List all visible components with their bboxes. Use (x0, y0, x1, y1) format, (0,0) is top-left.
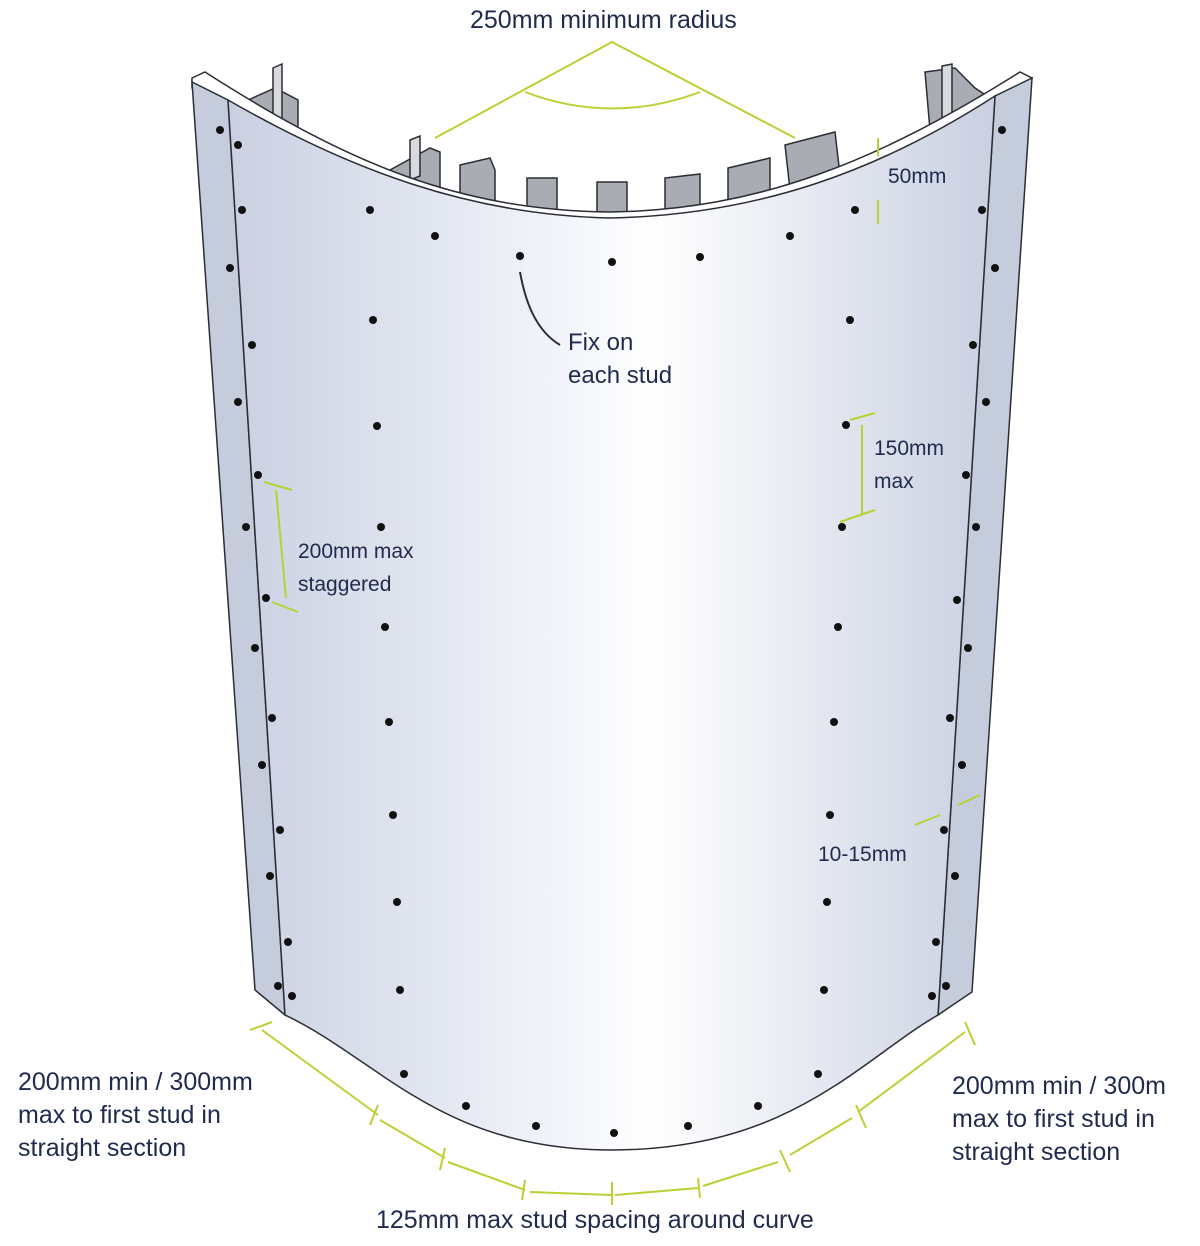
screw-dot (834, 623, 842, 631)
screw-dot (400, 1070, 408, 1078)
screw-dot (928, 992, 936, 1000)
screw-dot (242, 523, 250, 531)
right-straight-dimension (857, 1031, 966, 1113)
screw-dot (258, 761, 266, 769)
screw-dot (820, 986, 828, 994)
screw-dot (389, 811, 397, 819)
screw-dot (684, 1122, 692, 1130)
screw-dot (838, 523, 846, 531)
vertical-150-dimension (839, 412, 876, 523)
screw-dot (385, 718, 393, 726)
screw-dot (393, 898, 401, 906)
screw-dot (846, 316, 854, 324)
screw-dot (830, 718, 838, 726)
screw-dot (251, 644, 259, 652)
screw-dot (972, 523, 980, 531)
screw-dot (369, 316, 377, 324)
radius-arc (524, 91, 701, 110)
screw-dot (991, 264, 999, 272)
screw-dot (234, 398, 242, 406)
screw-dot (266, 872, 274, 880)
screw-dot (946, 714, 954, 722)
screw-dot (932, 938, 940, 946)
screw-dot (431, 232, 439, 240)
screw-dot (826, 811, 834, 819)
edge-10-15-label: 10-15mm (818, 843, 907, 866)
screw-dot (969, 341, 977, 349)
staggered-dimension (263, 481, 299, 613)
screw-fixings (216, 126, 1006, 1137)
edge-staggered-label: 200mm max staggered (298, 540, 414, 596)
screw-dot (288, 992, 296, 1000)
screw-dot (234, 141, 242, 149)
metal-studs (247, 62, 992, 219)
screw-dot (998, 126, 1006, 134)
screw-dot (274, 982, 282, 990)
screw-dot (978, 206, 986, 214)
screw-dot (940, 826, 948, 834)
screw-dot (696, 253, 704, 261)
dimension-ticks (369, 1021, 976, 1205)
screw-dot (982, 398, 990, 406)
screw-dot (608, 258, 616, 266)
screw-dot (396, 986, 404, 994)
screw-dot (610, 1129, 618, 1137)
screw-dot (814, 1070, 822, 1078)
curve-spacing-dimension (379, 1117, 853, 1196)
screw-dot (262, 594, 270, 602)
screw-dot (254, 471, 262, 479)
screw-dot (268, 714, 276, 722)
screw-dot (276, 826, 284, 834)
edge-10-15-dimension (914, 794, 981, 826)
screw-dot (823, 898, 831, 906)
screw-dot (842, 421, 850, 429)
bottom-spacing-label: 125mm max stud spacing around curve (376, 1206, 814, 1234)
screw-dot (366, 206, 374, 214)
screw-dot (962, 471, 970, 479)
top-radius-label: 250mm minimum radius (470, 6, 737, 34)
screw-dot (851, 206, 859, 214)
screw-dot (754, 1102, 762, 1110)
screw-dot (958, 761, 966, 769)
screw-dot (238, 206, 246, 214)
screw-dot (226, 264, 234, 272)
screw-dot (532, 1122, 540, 1130)
fix-on-stud-label: Fix on each stud (568, 329, 673, 389)
board-face (227, 94, 996, 1151)
left-straight-dimension (249, 1021, 379, 1116)
screw-dot (951, 872, 959, 880)
screw-dot (516, 252, 524, 260)
right-straight-label: 200mm min / 300m max to first stud in st… (952, 1072, 1166, 1166)
vertical-150-label: 150mm max (874, 437, 945, 493)
screw-dot (373, 422, 381, 430)
screw-dot (248, 341, 256, 349)
screw-dot (216, 126, 224, 134)
screw-dot (953, 596, 961, 604)
screw-dot (284, 938, 292, 946)
edge-50-label: 50mm (888, 165, 947, 188)
fix-pointer (519, 271, 561, 346)
screw-dot (462, 1102, 470, 1110)
screw-dot (942, 982, 950, 990)
screw-dot (964, 644, 972, 652)
dimension-lines (249, 40, 981, 1205)
screw-dot (381, 623, 389, 631)
screw-dot (786, 232, 794, 240)
screw-dot (377, 523, 385, 531)
radius-dimension (434, 40, 796, 139)
left-straight-label: 200mm min / 300mm max to first stud in s… (18, 1068, 253, 1162)
